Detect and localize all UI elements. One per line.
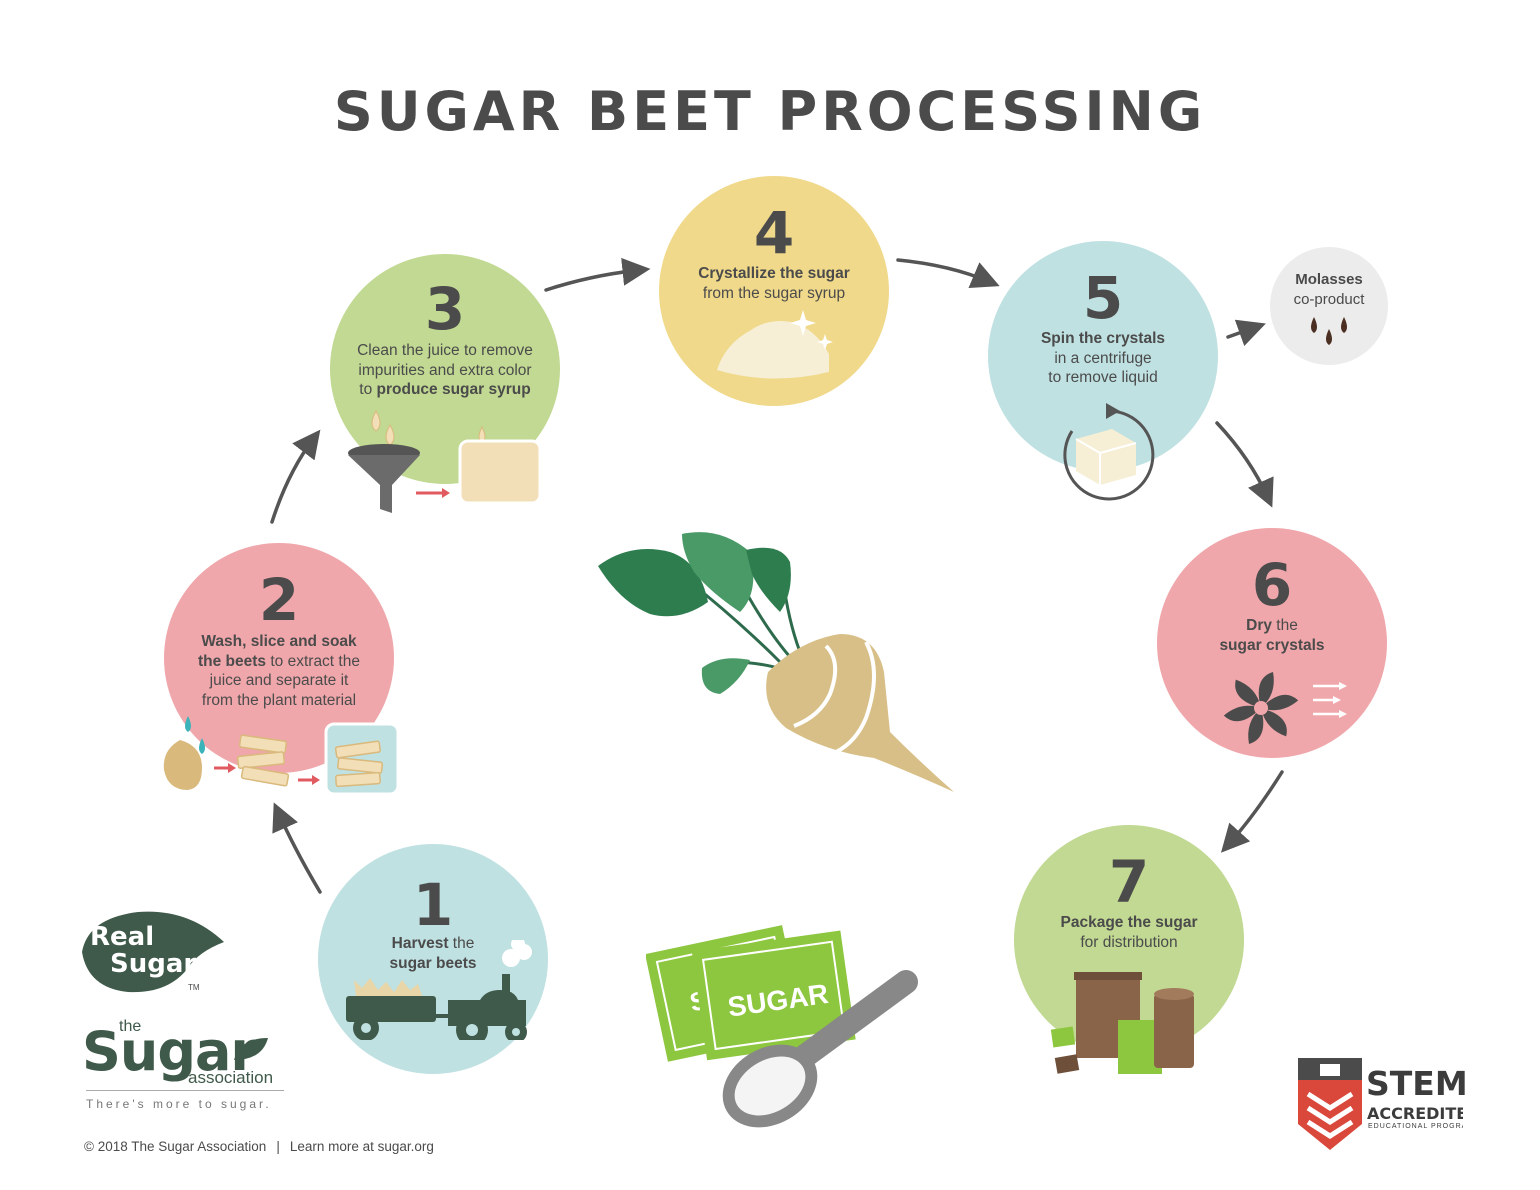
step-5-circle: 5 Spin the crystals in a centrifuge to r…	[988, 241, 1218, 501]
step-6-number: 6	[1251, 551, 1293, 619]
step-2-number: 2	[258, 566, 300, 634]
tractor-icon	[346, 940, 532, 1040]
step-4-description: Crystallize the sugar from the sugar syr…	[698, 265, 850, 302]
step-5-description: Spin the crystals in a centrifuge to rem…	[1040, 330, 1166, 386]
sugar-association-divider	[86, 1090, 284, 1091]
step-6-circle: 6 Dry the sugar crystals	[1157, 528, 1387, 758]
footer-separator: |	[276, 1139, 280, 1154]
arrow-3-to-4	[544, 257, 651, 292]
footer-copyright: © 2018 The Sugar Association	[84, 1139, 267, 1154]
sugar-packets-spoon-illustration: S SUGAR	[646, 925, 918, 1128]
molasses-subtitle: co-product	[1293, 291, 1365, 308]
step-4-circle: 4 Crystallize the sugar from the sugar s…	[659, 176, 889, 406]
molasses-title: Molasses	[1295, 271, 1363, 288]
arrow-2-to-3	[270, 429, 321, 524]
sugar-association-tagline: There's more to sugar.	[86, 1097, 272, 1111]
step-1-number: 1	[412, 871, 454, 939]
arrow-5-to-molasses	[1226, 319, 1266, 347]
page-title: SUGAR BEET PROCESSING	[333, 80, 1207, 143]
wash-slice-soak-icon	[163, 716, 400, 796]
real-sugar-logo	[82, 911, 224, 993]
sugar-association-name: Sugar	[82, 1020, 257, 1083]
molasses-circle: Molasses co-product	[1270, 247, 1388, 365]
arrow-1-to-2	[272, 802, 322, 894]
filter-syrup-icon	[348, 409, 542, 513]
step-3-description: Clean the juice to remove impurities and…	[357, 342, 533, 398]
stem-badge-icon	[1298, 1058, 1362, 1150]
footer: © 2018 The Sugar Association | Learn more …	[84, 1139, 434, 1154]
sugar-pile-icon	[717, 310, 833, 379]
step-1-description: Harvest the sugar beets	[389, 935, 477, 972]
step-4-number: 4	[753, 199, 795, 267]
stem-badge-title: STEM	[1366, 1064, 1468, 1103]
step-5-number: 5	[1082, 264, 1124, 332]
real-sugar-trademark: TM	[188, 983, 200, 992]
fan-dryer-icon	[1223, 672, 1347, 744]
step-3-number: 3	[424, 275, 466, 343]
sugar-association-the: the	[119, 1018, 142, 1035]
step-7-description: Package the sugar for distribution	[1060, 914, 1198, 951]
sugar-beet-illustration	[598, 532, 954, 792]
leaf-icon	[234, 1038, 268, 1060]
sugar-association-sub: association	[188, 1068, 274, 1087]
step-1-circle: 1 Harvest the sugar beets	[318, 844, 548, 1074]
arrow-4-to-5	[896, 258, 1000, 289]
stem-badge-caption: EDUCATIONAL PROGRAM	[1368, 1123, 1463, 1130]
step-2-description: Wash, slice and soak the beets to extrac…	[198, 633, 360, 709]
real-sugar-logo-text: Real Sugar	[90, 922, 197, 979]
stem-badge-subtitle: ACCREDITED	[1367, 1104, 1463, 1123]
packaged-sugar-icon	[1050, 972, 1194, 1074]
step-7-number: 7	[1108, 848, 1150, 916]
step-3-circle: 3 Clean the juice to remove impurities a…	[330, 254, 560, 484]
arrow-6-to-7	[1220, 770, 1284, 853]
centrifuge-cube-icon	[1063, 403, 1155, 501]
molasses-drops-icon	[1311, 317, 1347, 345]
arrow-5-to-6	[1215, 421, 1274, 508]
footer-learn-more[interactable]: Learn more at sugar.org	[289, 1139, 434, 1154]
step-6-description: Dry the sugar crystals	[1219, 617, 1325, 654]
